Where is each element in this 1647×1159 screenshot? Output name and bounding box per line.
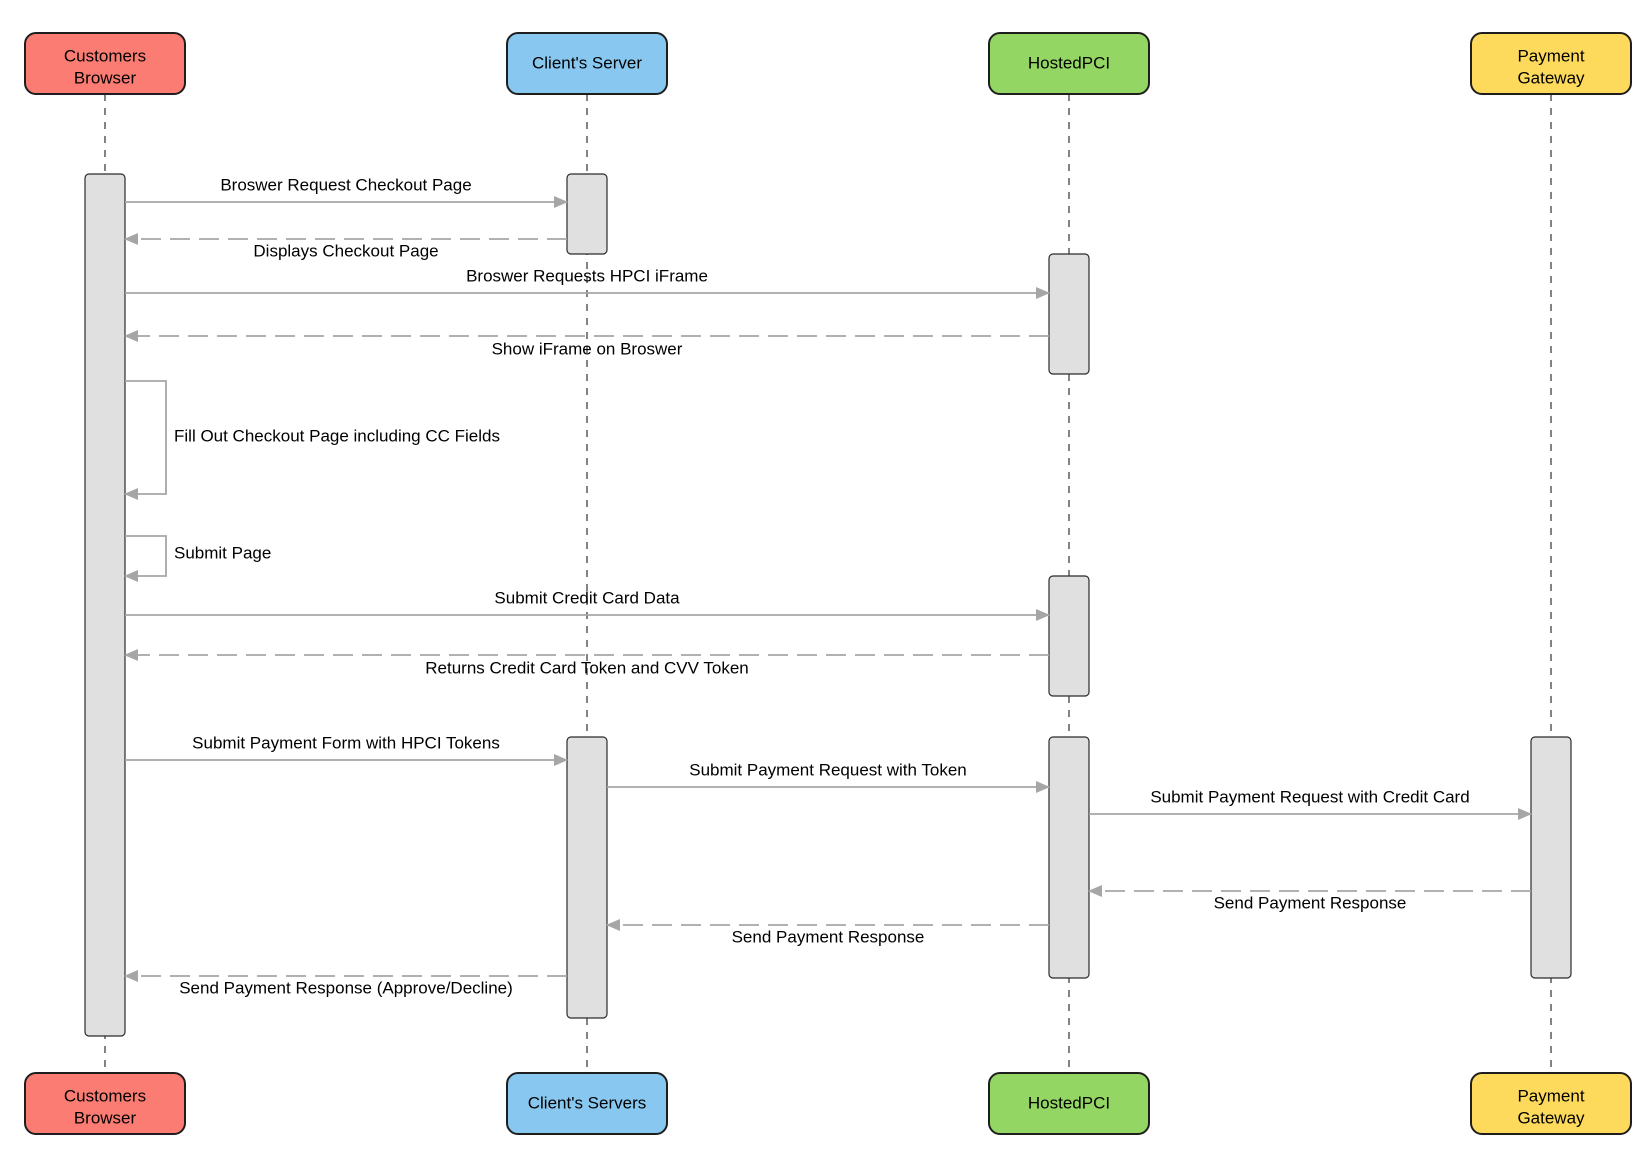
message-label-9: Submit Payment Form with HPCI Tokens (192, 734, 500, 753)
actor-client-server-top: Client's Server (506, 32, 668, 95)
actor-payment-gateway-top: Payment Gateway (1470, 32, 1632, 95)
actor-label-line: Gateway (1517, 69, 1585, 88)
message-label-4: Show iFrame on Broswer (492, 340, 683, 359)
message-label-5: Fill Out Checkout Page including CC Fiel… (174, 427, 500, 446)
actor-label-line: Browser (74, 1109, 137, 1128)
activation-bar-client-server-2 (566, 736, 608, 1019)
actor-customers-browser-bottom: Customers Browser (24, 1072, 186, 1135)
actor-hostedpci-top: HostedPCI (988, 32, 1150, 95)
actor-customers-browser-top: Customers Browser (24, 32, 186, 95)
activation-bar-hostedpci-1 (1048, 253, 1090, 375)
message-label-6: Submit Page (174, 544, 271, 563)
activation-bar-hostedpci-2 (1048, 575, 1090, 697)
activation-bar-browser (84, 173, 126, 1037)
message-label-8: Returns Credit Card Token and CVV Token (425, 659, 749, 678)
actor-label-line: Payment (1517, 1087, 1584, 1106)
activation-bar-client-server-1 (566, 173, 608, 255)
message-label-14: Send Payment Response (Approve/Decline) (179, 979, 513, 998)
lifelines (104, 94, 1552, 1068)
message-arrow-6 (124, 535, 167, 582)
actor-label-line: HostedPCI (1028, 54, 1110, 73)
actor-label-line: Client's Servers (528, 1094, 647, 1113)
message-label-11: Submit Payment Request with Credit Card (1150, 788, 1469, 807)
message-label-1: Broswer Request Checkout Page (220, 176, 471, 195)
activation-bars (84, 173, 1572, 1037)
actor-label-line: Customers (64, 1087, 146, 1106)
actor-hostedpci-bottom: HostedPCI (988, 1072, 1150, 1135)
actor-label-line: HostedPCI (1028, 1094, 1110, 1113)
actor-label-line: Customers (64, 47, 146, 66)
actor-client-servers-bottom: Client's Servers (506, 1072, 668, 1135)
message-label-12: Send Payment Response (1214, 894, 1407, 913)
activation-bar-hostedpci-3 (1048, 736, 1090, 979)
message-label-7: Submit Credit Card Data (494, 589, 680, 608)
actors-bottom: Customers Browser Client's Servers Hoste… (24, 1072, 1632, 1135)
message-label-3: Broswer Requests HPCI iFrame (466, 267, 708, 286)
actor-label-line: Browser (74, 69, 137, 88)
actors-top: Customers Browser Client's Server Hosted… (24, 32, 1632, 95)
message-arrow-5 (124, 380, 167, 500)
actor-label-line: Payment (1517, 47, 1584, 66)
message-label-10: Submit Payment Request with Token (689, 761, 967, 780)
message-label-13: Send Payment Response (732, 928, 925, 947)
message-label-2: Displays Checkout Page (253, 242, 438, 261)
actor-label-line: Client's Server (532, 54, 642, 73)
actor-payment-gateway-bottom: Payment Gateway (1470, 1072, 1632, 1135)
actor-label-line: Gateway (1517, 1109, 1585, 1128)
messages: Broswer Request Checkout Page Displays C… (124, 176, 1532, 998)
activation-bar-payment-gateway (1530, 736, 1572, 979)
